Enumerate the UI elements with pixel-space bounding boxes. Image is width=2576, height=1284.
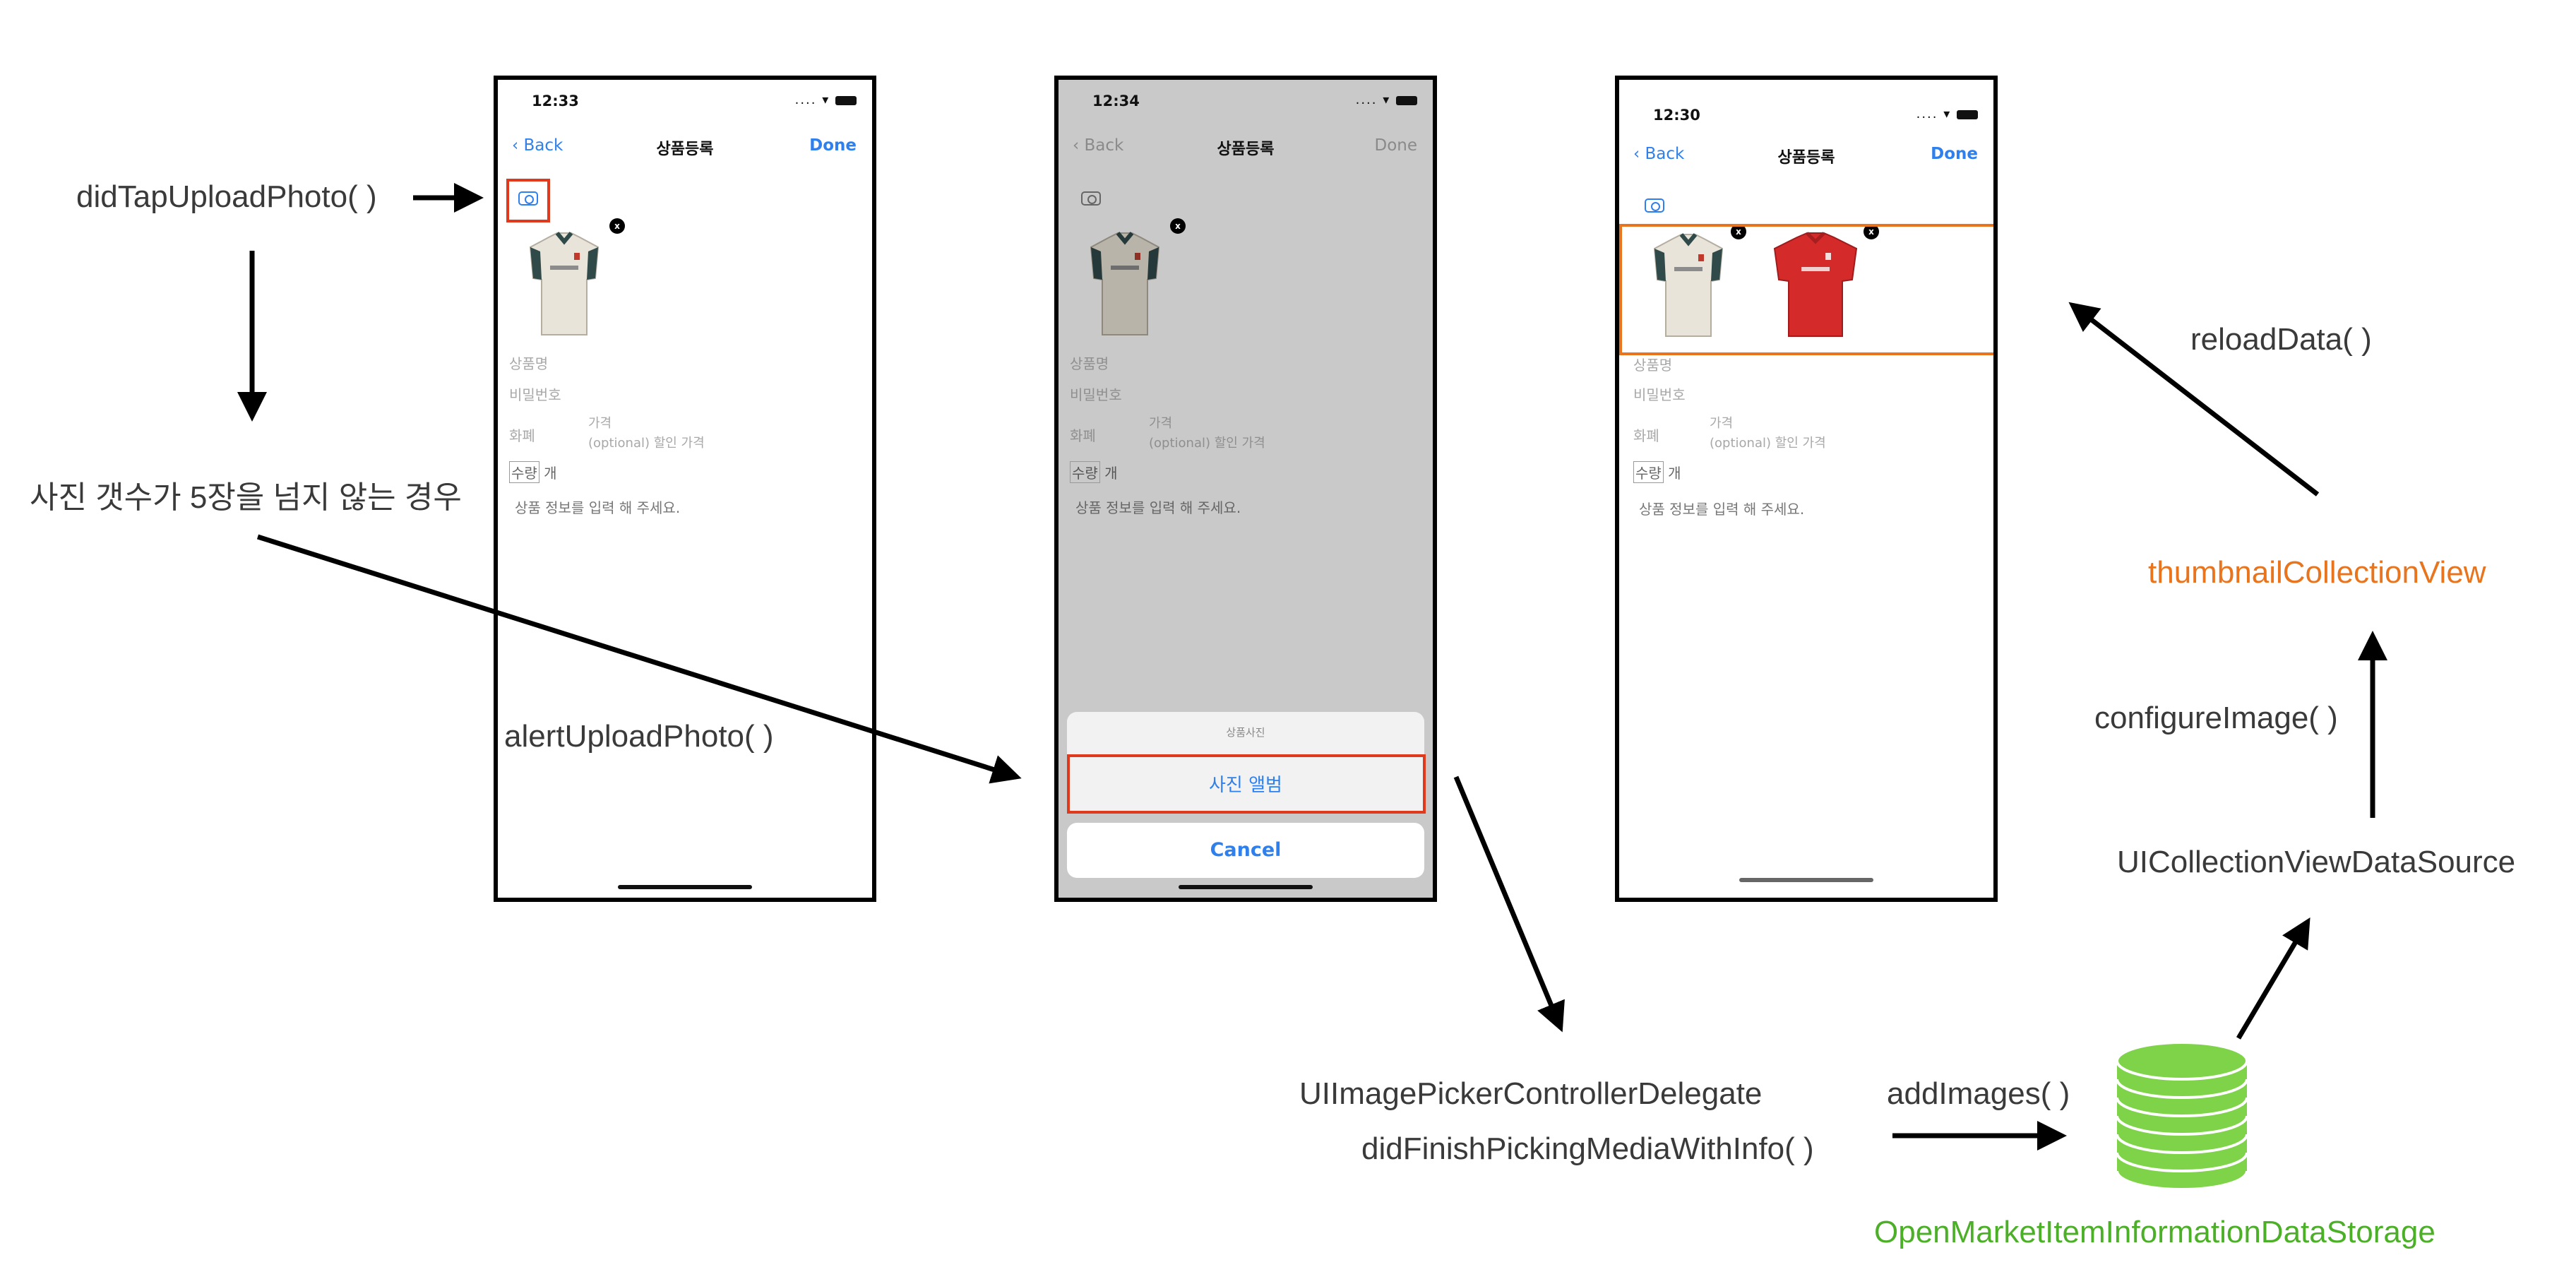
- arrow-to-picker-delegate: [1453, 775, 1565, 1033]
- photo-album-button[interactable]: 사진 앨범: [1209, 775, 1282, 796]
- status-icons: .... ▾: [795, 93, 857, 107]
- chevron-left-icon: ‹: [1073, 136, 1080, 155]
- status-time: 12:33: [532, 93, 579, 109]
- phone-screen-2: 12:34 .... ▾ ‹ Back 상품등록 Done x 상품명 비밀번호…: [1054, 76, 1437, 902]
- signal-dots: ....: [1916, 107, 1938, 121]
- discount-price-field[interactable]: (optional) 할인 가격: [588, 436, 705, 451]
- photo-album-highlight-box: [1067, 754, 1426, 814]
- label-condition: 사진 갯수가 5장을 넘지 않는 경우: [30, 480, 462, 515]
- label-did-finish-picking: didFinishPickingMediaWithInfo( ): [1361, 1131, 1814, 1166]
- quantity-field[interactable]: 수량 개: [1070, 461, 1118, 483]
- quantity-unit: 개: [1668, 465, 1681, 482]
- quantity-field[interactable]: 수량 개: [1633, 461, 1681, 483]
- remove-photo-badge[interactable]: x: [1864, 224, 1879, 239]
- camera-highlight-box: [506, 179, 550, 222]
- thumbnail-collection-highlight-box: [1619, 224, 1993, 355]
- label-thumbnail-collection-view: thumbnailCollectionView: [2148, 555, 2486, 590]
- done-button[interactable]: Done: [1374, 136, 1417, 155]
- quantity-input[interactable]: 수량: [509, 461, 539, 483]
- back-label: Back: [1645, 145, 1685, 163]
- back-button[interactable]: ‹ Back: [1073, 136, 1123, 155]
- label-picker-delegate: UIImagePickerControllerDelegate: [1299, 1076, 1763, 1111]
- action-sheet-title: 상품사진: [1226, 726, 1265, 739]
- remove-photo-badge[interactable]: x: [1731, 224, 1746, 239]
- quantity-unit: 개: [544, 465, 557, 482]
- jersey-white-thumbnail: [529, 232, 600, 335]
- battery-icon: [835, 95, 857, 105]
- status-icons: .... ▾: [1356, 93, 1417, 107]
- database-icon: [2116, 1041, 2248, 1191]
- back-label: Back: [523, 136, 564, 155]
- label-data-source: UICollectionViewDataSource: [2117, 845, 2516, 879]
- label-configure-image: configureImage( ): [2094, 701, 2338, 735]
- wifi-icon: ▾: [1383, 93, 1391, 107]
- done-button[interactable]: Done: [809, 136, 857, 155]
- price-field[interactable]: 가격: [1710, 416, 1734, 431]
- currency-field[interactable]: 화폐: [1633, 427, 1659, 444]
- camera-icon[interactable]: [518, 191, 538, 206]
- home-indicator: [618, 885, 752, 889]
- product-name-field[interactable]: 상품명: [1633, 357, 1673, 374]
- remove-photo-badge[interactable]: x: [1170, 218, 1186, 234]
- quantity-input[interactable]: 수량: [1633, 461, 1664, 483]
- label-reload-data: reloadData( ): [2190, 322, 2372, 357]
- jersey-white-thumbnail: [1090, 232, 1160, 335]
- jersey-white-thumbnail: [1653, 233, 1724, 337]
- back-button[interactable]: ‹ Back: [512, 136, 563, 155]
- wifi-icon: ▾: [1943, 107, 1952, 121]
- arrow-reload-data: [2068, 302, 2320, 497]
- discount-price-field[interactable]: (optional) 할인 가격: [1710, 436, 1826, 451]
- nav-title: 상품등록: [656, 141, 714, 158]
- signal-dots: ....: [1355, 93, 1378, 107]
- cancel-button[interactable]: Cancel: [1067, 823, 1424, 878]
- arrow-to-photo-album: [256, 534, 1022, 784]
- back-button[interactable]: ‹ Back: [1633, 145, 1684, 163]
- nav-title: 상품등록: [1217, 141, 1275, 158]
- chevron-left-icon: ‹: [1633, 145, 1640, 163]
- signal-dots: ....: [794, 93, 817, 107]
- description-field[interactable]: 상품 정보를 입력 해 주세요.: [1075, 499, 1241, 516]
- product-name-field[interactable]: 상품명: [509, 355, 549, 372]
- password-field[interactable]: 비밀번호: [509, 386, 561, 403]
- label-add-images: addImages( ): [1887, 1076, 2070, 1111]
- chevron-left-icon: ‹: [512, 136, 519, 155]
- home-indicator: [1739, 878, 1873, 882]
- product-name-field[interactable]: 상품명: [1070, 355, 1109, 372]
- label-data-storage: OpenMarketItemInformationDataStorage: [1874, 1215, 2435, 1249]
- battery-icon: [1396, 95, 1417, 105]
- nav-title: 상품등록: [1777, 149, 1835, 167]
- label-alert-upload-photo: alertUploadPhoto( ): [504, 719, 774, 754]
- currency-field[interactable]: 화폐: [509, 427, 535, 444]
- camera-icon[interactable]: [1081, 191, 1101, 206]
- password-field[interactable]: 비밀번호: [1633, 386, 1686, 403]
- home-indicator: [1179, 885, 1313, 889]
- price-field[interactable]: 가격: [588, 416, 612, 431]
- description-field[interactable]: 상품 정보를 입력 해 주세요.: [515, 499, 681, 516]
- status-time: 12:30: [1653, 107, 1700, 124]
- battery-icon: [1957, 109, 1978, 119]
- remove-photo-badge[interactable]: x: [609, 218, 625, 234]
- phone-screen-1: 12:33 .... ▾ ‹ Back 상품등록 Done x 상품명 비밀번호…: [494, 76, 876, 902]
- price-field[interactable]: 가격: [1149, 416, 1173, 431]
- done-button[interactable]: Done: [1931, 145, 1978, 163]
- quantity-unit: 개: [1104, 465, 1118, 482]
- camera-icon[interactable]: [1645, 198, 1664, 213]
- password-field[interactable]: 비밀번호: [1070, 386, 1122, 403]
- phone-screen-3: 12:30 .... ▾ ‹ Back 상품등록 Done x x 상품명 비밀…: [1615, 76, 1998, 902]
- back-label: Back: [1084, 136, 1124, 155]
- description-field[interactable]: 상품 정보를 입력 해 주세요.: [1639, 501, 1805, 518]
- wifi-icon: ▾: [822, 93, 830, 107]
- discount-price-field[interactable]: (optional) 할인 가격: [1149, 436, 1265, 451]
- quantity-input[interactable]: 수량: [1070, 461, 1100, 483]
- label-did-tap-upload-photo: didTapUploadPhoto( ): [76, 179, 377, 214]
- status-icons: .... ▾: [1916, 107, 1978, 121]
- jersey-red-thumbnail: [1773, 232, 1858, 337]
- arrow-to-data-source: [2236, 917, 2310, 1040]
- quantity-field[interactable]: 수량 개: [509, 461, 557, 483]
- currency-field[interactable]: 화폐: [1070, 427, 1096, 444]
- status-time: 12:34: [1092, 93, 1140, 109]
